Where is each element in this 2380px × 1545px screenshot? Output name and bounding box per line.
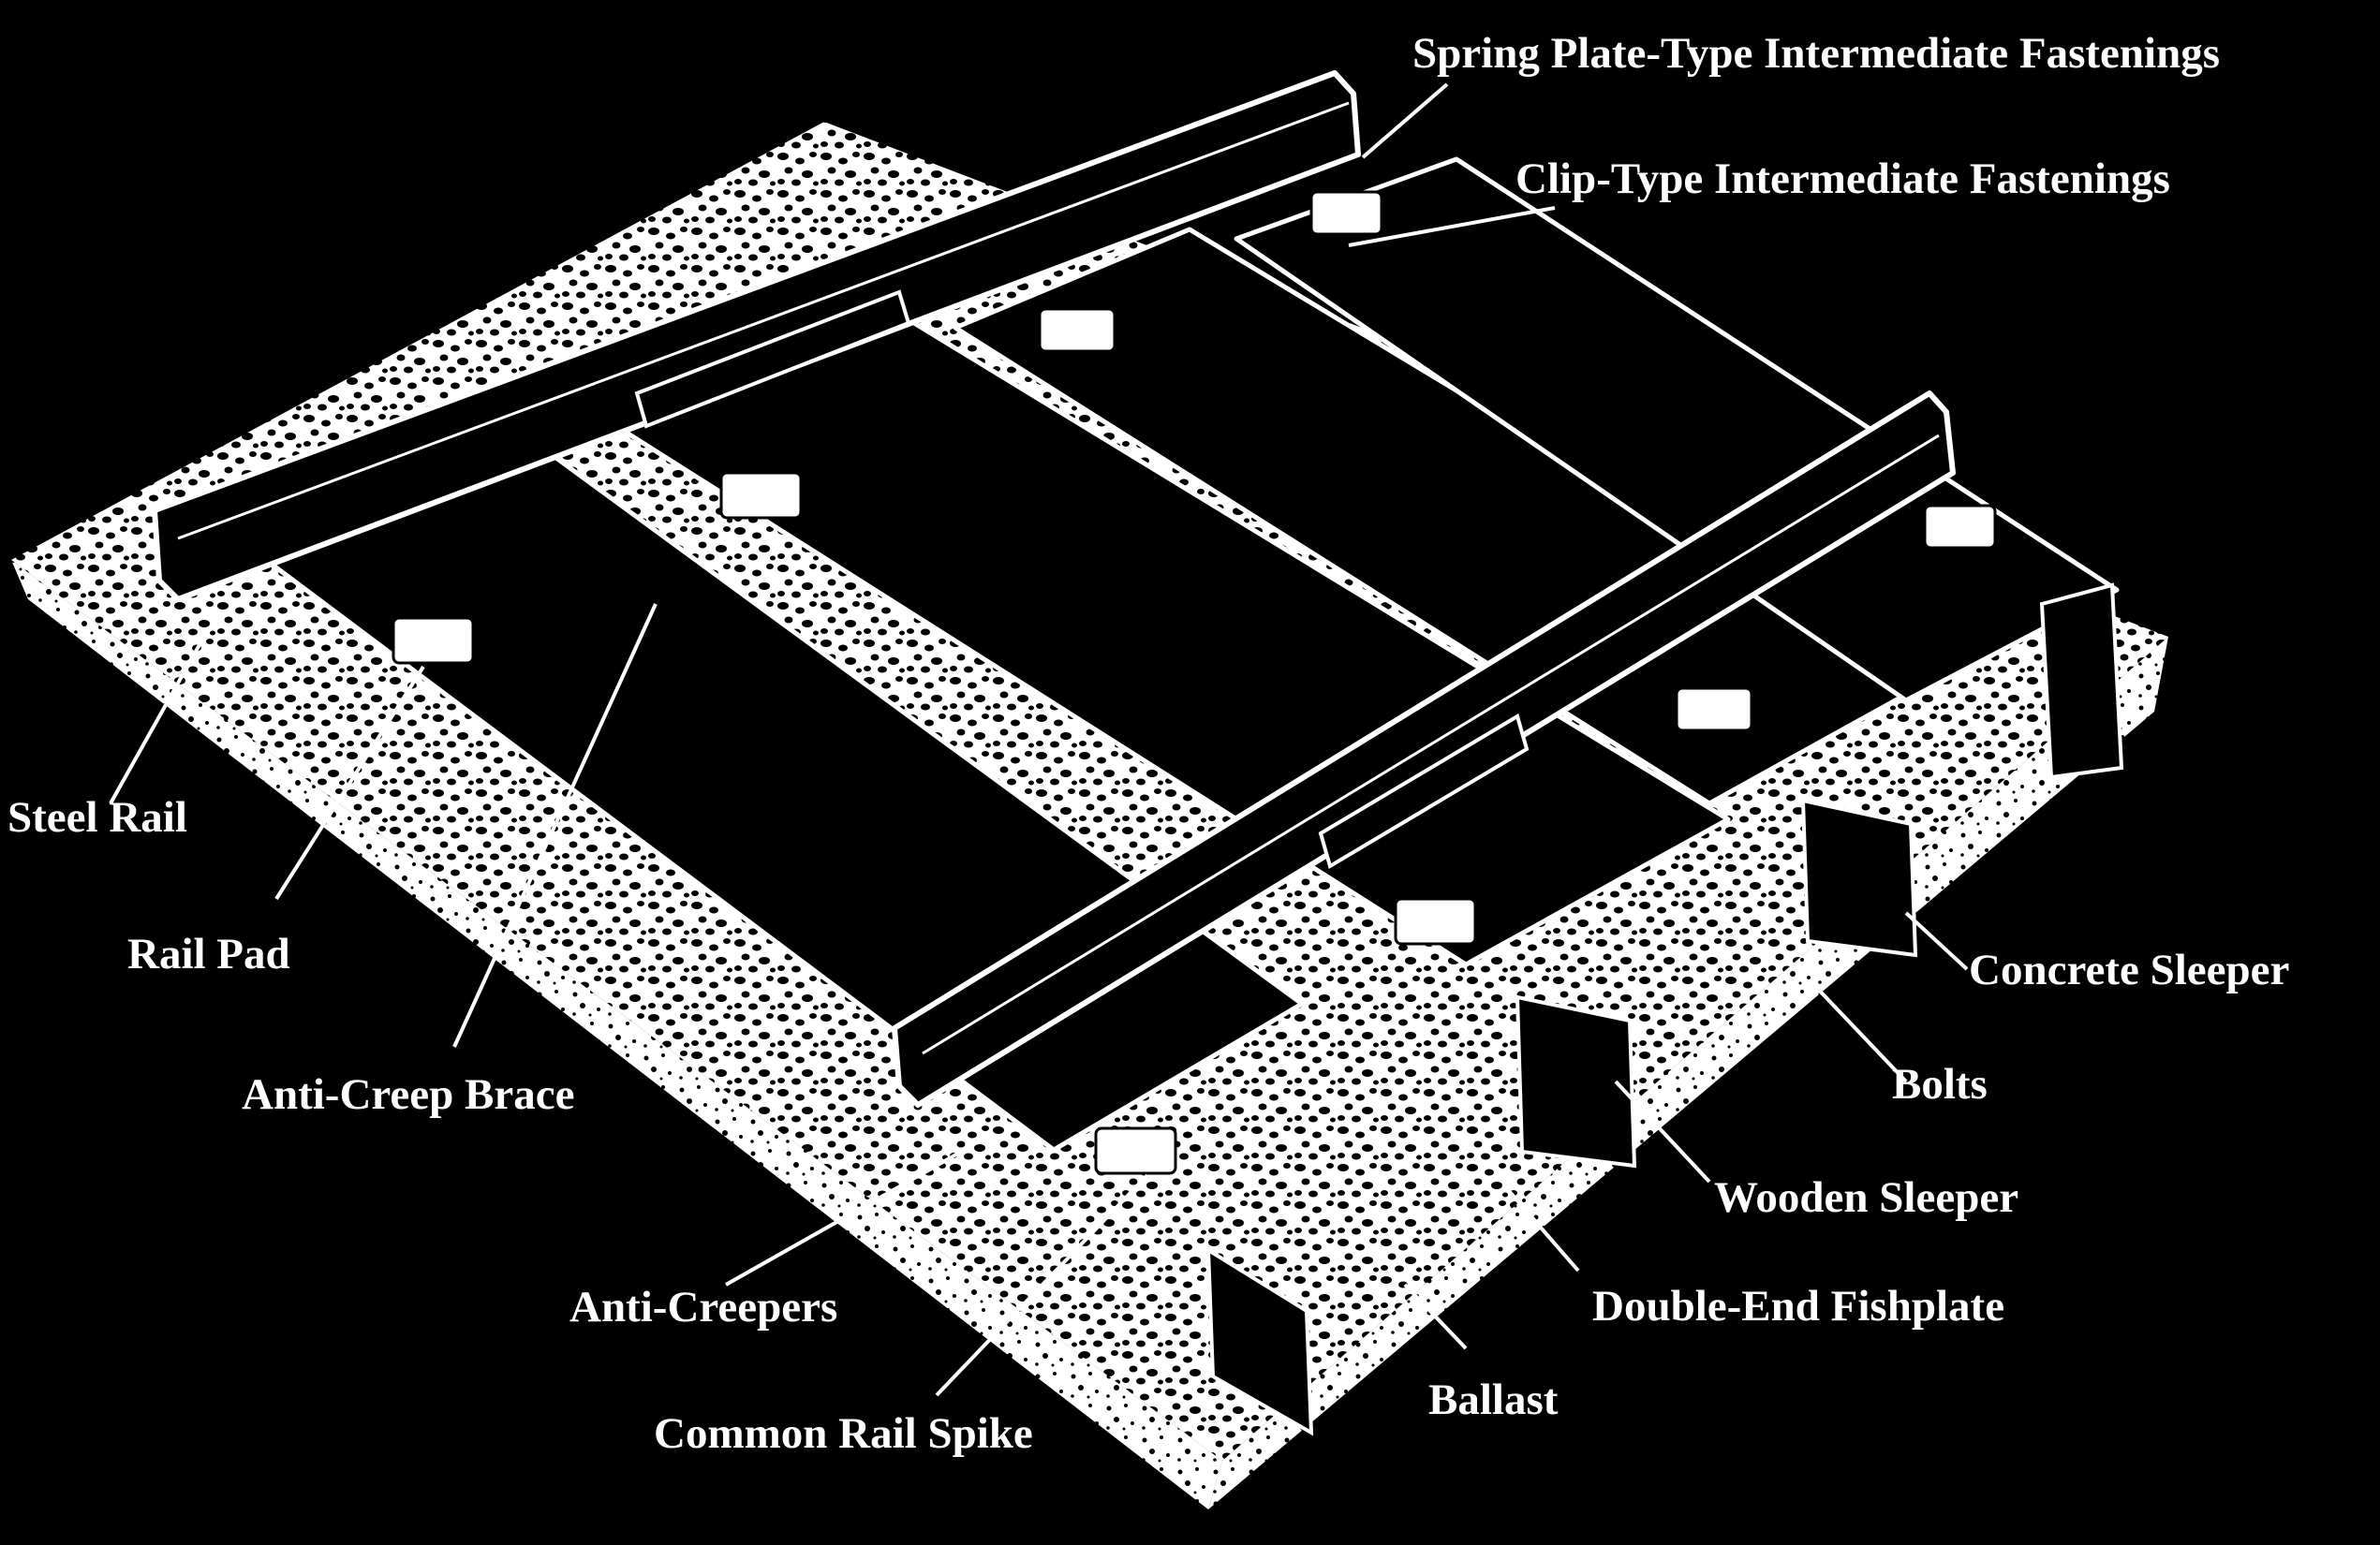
label-common-rail-spike: Common Rail Spike [654, 1409, 1033, 1458]
sleeper-end-faces [1205, 582, 2124, 1436]
rail-head-lines [177, 101, 1940, 1055]
ballast-side-face [1208, 637, 2168, 1509]
label-ballast: Ballast [1428, 1376, 1559, 1424]
label-wooden-sleeper: Wooden Sleeper [1714, 1173, 2019, 1222]
label-steel-rail: Steel Rail [7, 793, 187, 842]
label-spring-plate-fastenings: Spring Plate-Type Intermediate Fastening… [1412, 29, 2221, 78]
leader-lines [109, 82, 1969, 1397]
label-bolts: Bolts [1892, 1060, 1988, 1109]
label-double-end-fishplate: Double-End Fishplate [1592, 1282, 2005, 1331]
fishplates [634, 289, 1530, 870]
label-anti-creep-brace: Anti-Creep Brace [242, 1070, 575, 1119]
label-rail-pad: Rail Pad [127, 930, 290, 978]
ballast-front-face [11, 560, 1222, 1509]
label-concrete-sleeper: Concrete Sleeper [1969, 946, 2290, 994]
left-rail [152, 70, 1361, 602]
label-clip-type-fastenings: Clip-Type Intermediate Fastenings [1515, 154, 2170, 203]
fastenings [392, 190, 1997, 1175]
label-anti-creepers: Anti-Creepers [569, 1283, 838, 1332]
